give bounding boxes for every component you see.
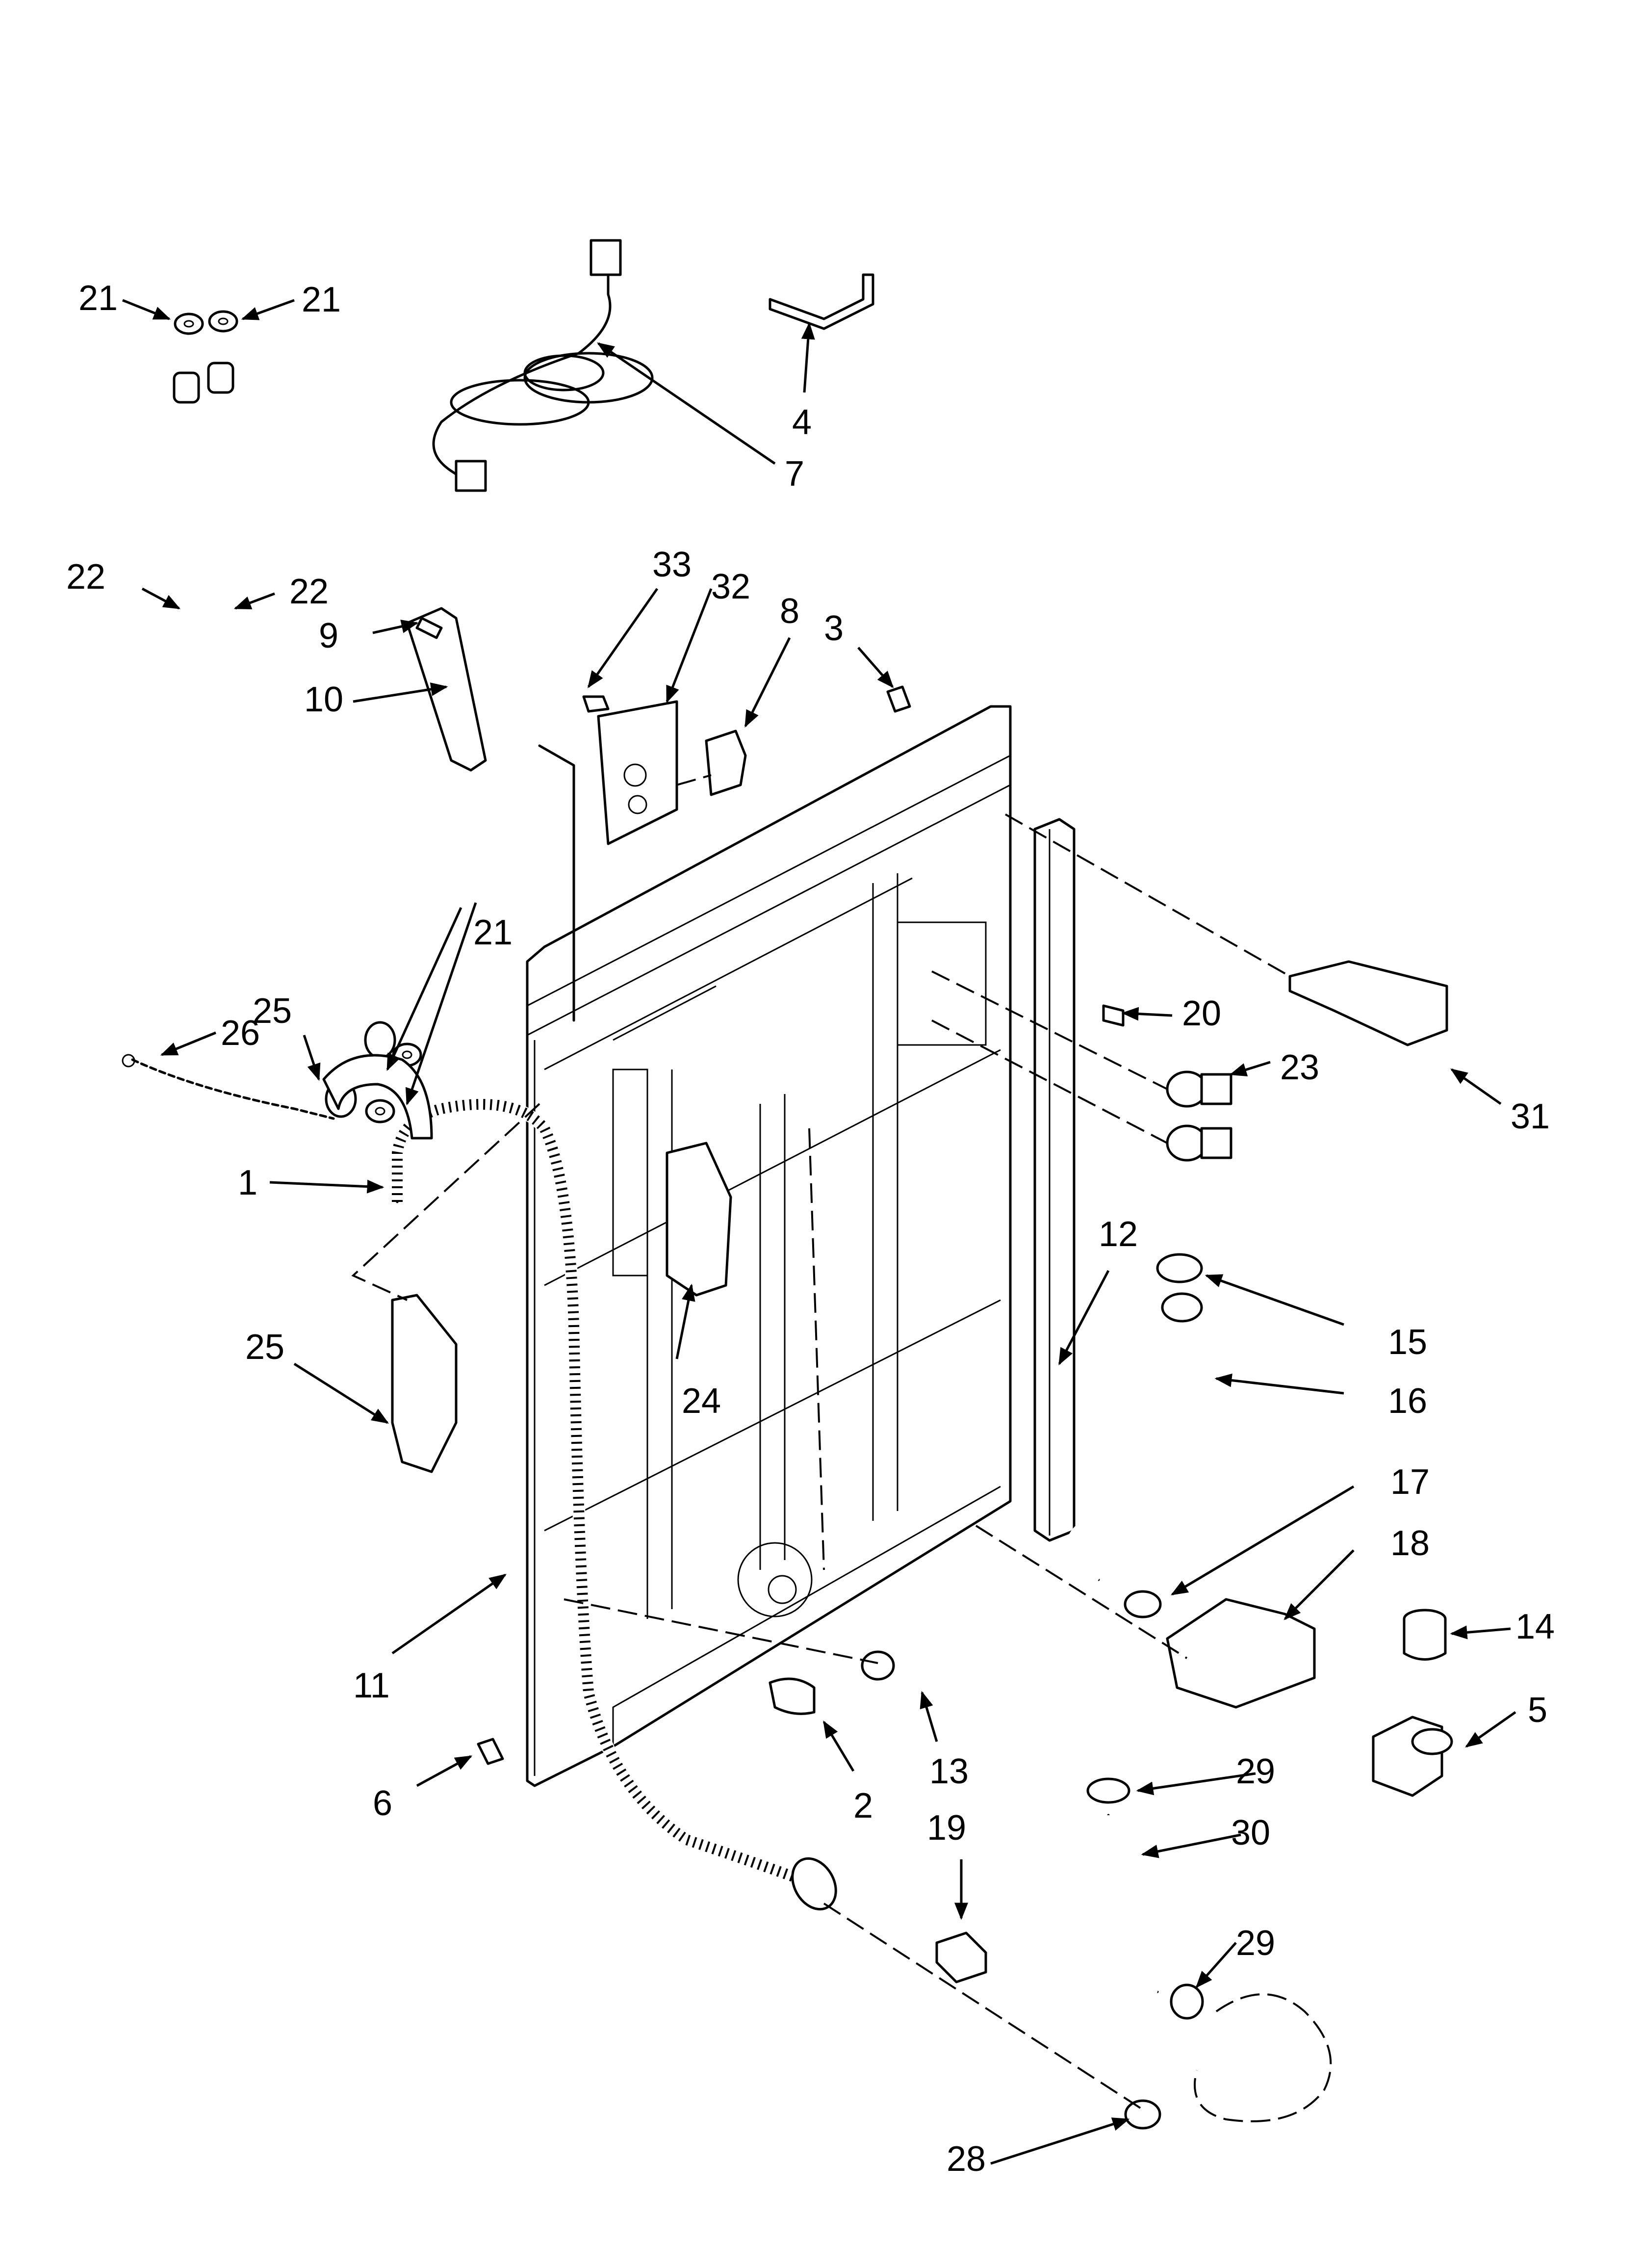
callout-21: 21 (78, 279, 118, 318)
callout-6: 6 (373, 1784, 392, 1823)
callout-20: 20 (1182, 994, 1221, 1033)
screw-3 (886, 685, 911, 713)
callout-33: 33 (652, 545, 692, 584)
callout-3: 3 (824, 609, 844, 648)
capacitor (1403, 1609, 1447, 1661)
callout-22: 22 (289, 572, 329, 611)
callout-16: 16 (1388, 1382, 1427, 1421)
cabinet-rear-panel (526, 705, 1012, 1787)
center-bracket (666, 1142, 732, 1297)
top-bracket (1288, 960, 1448, 1046)
water-valve (1102, 1004, 1232, 1162)
callout-12: 12 (1099, 1215, 1138, 1254)
side-trim-strip (1033, 818, 1076, 1542)
callout-27: 26 (221, 1014, 260, 1053)
callout-15: 15 (1388, 1323, 1427, 1362)
callout-9: 9 (319, 616, 338, 655)
pump-hose-assembly (1066, 1253, 1316, 1709)
callout-32: 32 (711, 567, 750, 606)
cord-bracket (769, 273, 874, 330)
callout-21: 21 (302, 280, 341, 319)
callout-17: 17 (1390, 1462, 1430, 1502)
terminal-block (705, 730, 747, 796)
callout-14: 14 (1515, 1607, 1555, 1646)
small-parts (769, 1650, 1332, 2130)
hose-guide (391, 1294, 458, 1473)
callout-29: 29 (1236, 1752, 1275, 1791)
callout-10: 10 (304, 680, 343, 719)
alignment-lines (351, 774, 1290, 2111)
power-cord (432, 239, 654, 492)
clip-and-strap (122, 1054, 433, 1140)
callout-11: 11 (353, 1666, 390, 1705)
mounting-plate (582, 695, 678, 845)
callout-21: 21 (473, 913, 513, 952)
callout-7: 7 (785, 454, 804, 494)
screw-6 (477, 1738, 504, 1765)
callout-4: 4 (792, 403, 812, 442)
callout-26: 25 (253, 991, 292, 1031)
callout-23: 23 (1280, 1048, 1319, 1087)
callout-18: 18 (1390, 1524, 1430, 1563)
callout-25: 25 (245, 1328, 284, 1367)
callout-31: 31 (1511, 1097, 1550, 1136)
callout-29: 29 (1236, 1924, 1275, 1963)
pump-motor (1372, 1716, 1453, 1797)
leader-lines (122, 299, 1516, 2165)
callout-30: 30 (1231, 1813, 1270, 1852)
callout-8: 8 (780, 592, 799, 631)
drain-hose (391, 1098, 837, 1911)
callout-22: 22 (66, 557, 105, 597)
callout-28: 28 (947, 2139, 986, 2179)
callout-2: 2 (853, 1786, 873, 1825)
callout-13: 13 (929, 1752, 969, 1791)
callout-5: 5 (1528, 1691, 1547, 1730)
callout-19: 19 (927, 1808, 966, 1848)
callout-labels: 21 21 22 22 9 10 7 4 21 33 32 8 3 20 23 … (66, 279, 1555, 2179)
callout-24: 24 (682, 1382, 721, 1421)
callout-1: 1 (238, 1163, 257, 1202)
